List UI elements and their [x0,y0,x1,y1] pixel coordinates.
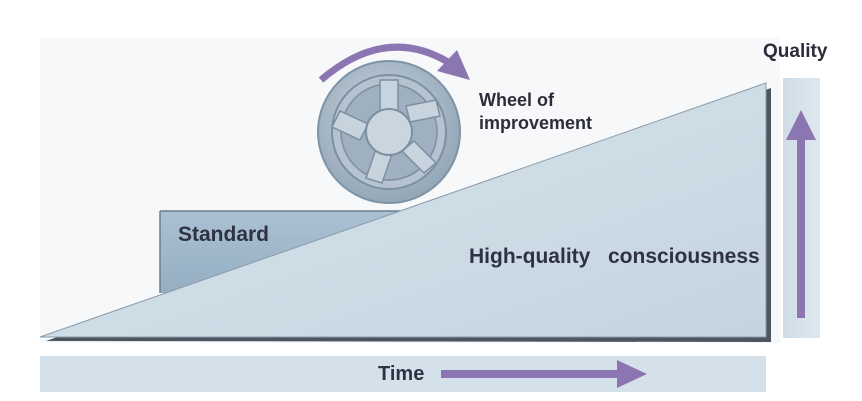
arrow-right-icon [441,360,647,388]
wheel-label-line-1: Wheel of [479,90,554,110]
high-quality-consciousness-label: High-quality consciousness [469,245,760,269]
wheel-label-line-2: improvement [479,113,593,133]
standard-label: Standard [178,223,270,246]
standard-block [160,211,400,293]
wheel-of-improvement-label: Wheel of improvement [479,89,592,135]
time-label: Time [378,363,425,385]
quality-label: Quality [763,41,828,62]
wheel-icon [317,60,461,204]
quality-ramp [39,82,767,338]
curved-arrow-icon [318,43,470,83]
high-quality-consciousness-text: High-quality consciousness [469,245,760,268]
arrow-up-icon [786,110,816,318]
